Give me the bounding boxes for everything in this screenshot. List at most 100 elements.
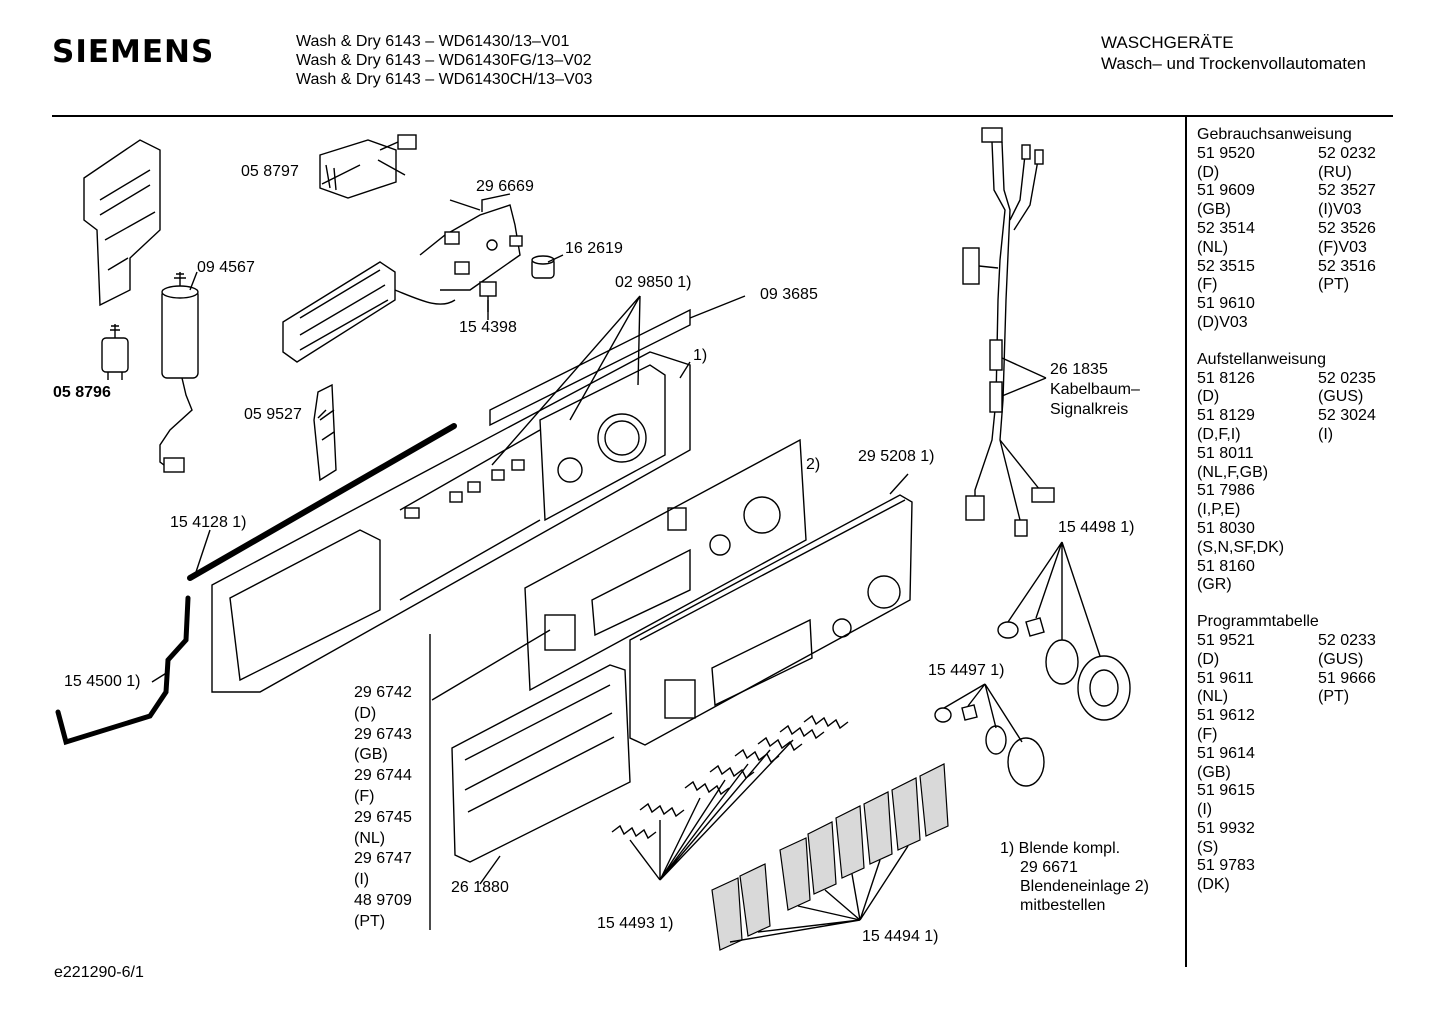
- document-cell: (D): [1197, 388, 1220, 406]
- cable-harness-part: [962, 127, 1055, 537]
- document-cell: 51 8126: [1197, 369, 1255, 387]
- cable-name-line: Signalkreis: [1050, 401, 1129, 418]
- fascia-variant-line: 29 6744: [354, 767, 412, 785]
- document-cell: (PT): [1318, 276, 1350, 294]
- document-row: 51 9932: [1197, 820, 1376, 839]
- document-cell: 52 3024: [1318, 407, 1376, 425]
- document-row: (D,F,I)(I): [1197, 426, 1376, 445]
- document-row: 51 9520 52 0232: [1197, 145, 1376, 164]
- document-row: 51 8011: [1197, 445, 1376, 464]
- leader-lines: [151, 164, 909, 930]
- document-row: 51 9615: [1197, 782, 1376, 801]
- document-cell: (GB): [1197, 201, 1231, 219]
- inlay-panel-part: [629, 494, 913, 746]
- part-label: 26 1880: [451, 879, 509, 896]
- brand-logo: SIEMENS: [52, 34, 215, 70]
- document-row: (NL,F,GB): [1197, 464, 1376, 483]
- drawing-code: e221290-6/1: [54, 964, 144, 981]
- document-cell: 51 8030: [1197, 519, 1255, 537]
- document-section-title: Aufstellanweisung: [1197, 350, 1326, 368]
- document-cell: (NL): [1197, 688, 1229, 706]
- document-row: (F)(PT): [1197, 276, 1376, 295]
- fascia-variant-line: 29 6742: [354, 684, 412, 701]
- footnote-line: 1) Blende kompl.: [1000, 840, 1121, 857]
- document-row: (I,P,E): [1197, 501, 1376, 520]
- document-cell: 51 9520: [1197, 144, 1255, 162]
- knob-group-small: [934, 683, 1045, 787]
- document-row: (D)V03: [1197, 314, 1376, 333]
- document-cell: (I): [1197, 801, 1213, 819]
- model-list: Wash & Dry 6143 – WD61430/13–V01 Wash & …: [296, 32, 592, 89]
- document-cell: 52 3514: [1197, 219, 1255, 237]
- document-cell: (D): [1197, 650, 1220, 668]
- document-row: (D)(RU): [1197, 164, 1376, 183]
- document-cell: (I,P,E): [1197, 501, 1241, 519]
- part-label: 15 4128 1): [170, 514, 247, 531]
- document-cell: (F): [1197, 725, 1218, 743]
- part-label: 05 8797: [241, 163, 299, 180]
- document-cell: 52 3515: [1197, 257, 1255, 275]
- fascia-variant-line: 29 6745: [354, 808, 412, 826]
- document-row: (GB): [1197, 764, 1376, 783]
- document-row: (GR): [1197, 576, 1376, 595]
- document-cell: 51 9521: [1197, 631, 1255, 649]
- footnote-line: 29 6671: [1020, 859, 1078, 876]
- control-board-part: [419, 193, 523, 291]
- document-cell: 52 0233: [1318, 631, 1376, 649]
- document-section-title: Programmtabelle: [1197, 613, 1319, 631]
- document-section-title: Gebrauchsanweisung: [1197, 126, 1352, 143]
- document-cell: (D): [1197, 163, 1220, 181]
- fascia-variant-line: (D): [354, 704, 377, 722]
- document-row: 51 9612: [1197, 707, 1376, 726]
- document-cell: (D,F,I): [1197, 425, 1241, 443]
- part-label: 15 4497 1): [928, 662, 1005, 679]
- document-cell: (GR): [1197, 576, 1232, 594]
- document-row: 51 8030: [1197, 520, 1376, 539]
- capacitor-part: [159, 272, 199, 473]
- document-cell: 52 0232: [1318, 144, 1376, 162]
- document-cell: 51 7986: [1197, 482, 1255, 500]
- document-cell: 51 9666: [1318, 669, 1376, 687]
- small-capacitor-part: [101, 324, 129, 380]
- category-title: WASCHGERÄTE: [1101, 33, 1234, 52]
- model-line: Wash & Dry 6143 – WD61430/13–V01: [296, 33, 570, 50]
- fascia-variant-line: 29 6747: [354, 850, 412, 868]
- document-cell: 51 8129: [1197, 407, 1255, 425]
- document-cell: (I)V03: [1318, 201, 1362, 219]
- document-row: (NL)(PT): [1197, 688, 1376, 707]
- fascia-variant-list: 29 6742 (D) 29 6743 (GB) 29 6744 (F) 29 …: [354, 683, 412, 933]
- document-cell: 51 9610: [1197, 295, 1255, 313]
- part-label: 15 4398: [459, 319, 517, 336]
- document-row: 51 9783: [1197, 857, 1376, 876]
- front-panel-part: [211, 308, 691, 693]
- document-cell: (NL,F,GB): [1197, 463, 1269, 481]
- document-cell: 51 8011: [1197, 444, 1254, 462]
- fascia-variant-line: (PT): [354, 912, 386, 930]
- drawer-handle-part: [451, 664, 631, 863]
- category-subtitle: Wasch– und Trockenvollautomaten: [1101, 54, 1366, 73]
- document-row: 51 7986: [1197, 482, 1376, 501]
- hose-part: [55, 595, 191, 746]
- document-cell: (GUS): [1318, 388, 1364, 406]
- cable-name-line: Kabelbaum–: [1050, 381, 1140, 398]
- document-cell: 51 9609: [1197, 182, 1255, 200]
- sidebar-divider: [1185, 117, 1187, 967]
- lever-part: [313, 383, 337, 482]
- footnote-line: mitbestellen: [1020, 897, 1106, 914]
- part-label: 15 4500 1): [64, 673, 141, 690]
- document-row: (D) (GUS): [1197, 651, 1376, 670]
- document-row: (D) (GUS): [1197, 388, 1376, 407]
- document-cell: 51 9611: [1197, 669, 1254, 687]
- knob-group-large: [997, 541, 1131, 721]
- document-row: (NL)(F)V03: [1197, 239, 1376, 258]
- document-row: 51 9610: [1197, 295, 1376, 314]
- document-cell: (GUS): [1318, 650, 1364, 668]
- seal-strip-part: [187, 423, 457, 581]
